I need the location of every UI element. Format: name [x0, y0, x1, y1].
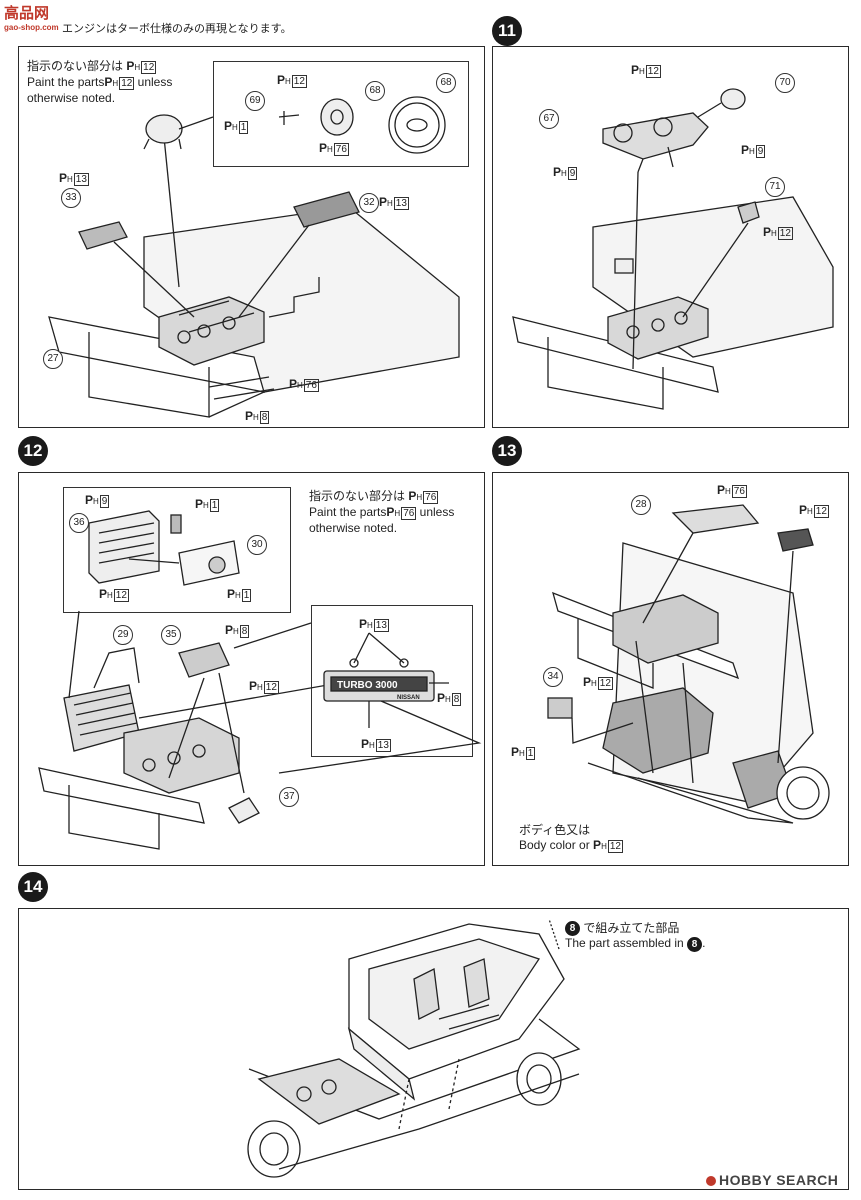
step12-number: 12	[18, 436, 48, 466]
step11-part-67: 67	[539, 109, 559, 129]
step14-number: 14	[18, 872, 48, 902]
step10-part-68b: 68	[436, 73, 456, 93]
step10-part-69: 69	[245, 91, 265, 111]
step10-part-32: 32	[359, 193, 379, 213]
hobbysearch-icon	[706, 1176, 716, 1187]
watermark-logo: 高品网 gao-shop.com	[4, 5, 59, 32]
footer-brand: HOBBY SEARCH	[706, 1172, 838, 1188]
step12-part-36: 36	[69, 513, 89, 533]
step10-inset	[213, 61, 469, 167]
step14-drawing	[247, 918, 581, 1178]
step14-note: 8 で組み立てた部品 The part assembled in 8.	[565, 921, 706, 952]
step12-part-29: 29	[113, 625, 133, 645]
step13-number: 13	[492, 436, 522, 466]
step11-drawing	[512, 88, 834, 410]
step11-part-71: 71	[765, 177, 785, 197]
step12-part-35: 35	[161, 625, 181, 645]
header-note: エンジンはターボ仕様のみの再現となります。	[62, 23, 292, 35]
step13-drawing	[547, 504, 830, 824]
step11-part-70: 70	[775, 73, 795, 93]
decal-brand-text: NISSAN	[397, 695, 420, 701]
step12-drawing: TURBO 3000 NISSAN	[38, 510, 482, 850]
step10-part-27: 27	[43, 349, 63, 369]
step12-inset-radiator	[63, 487, 291, 613]
step10-part-68a: 68	[365, 81, 385, 101]
step10-drawing	[48, 96, 460, 418]
step14-panel: 8 で組み立てた部品 The part assembled in 8.	[18, 908, 849, 1190]
step13-part-28: 28	[631, 495, 651, 515]
watermark-url: gao-shop.com	[4, 23, 59, 32]
step10-part-33: 33	[61, 188, 81, 208]
step12-part-37: 37	[279, 787, 299, 807]
step11-number: 11	[492, 16, 522, 46]
step13-part-34: 34	[543, 667, 563, 687]
step12-part-30: 30	[247, 535, 267, 555]
decal-turbo-text: TURBO 3000	[337, 680, 398, 691]
